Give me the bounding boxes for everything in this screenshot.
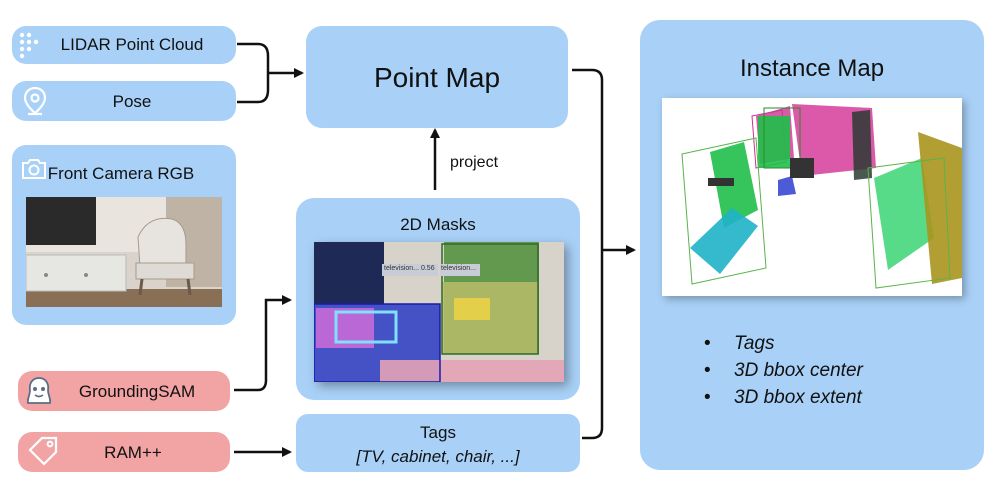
masks-box: 2D Masks television... 0.56 television..… (296, 198, 580, 400)
tags-box: Tags [TV, cabinet, chair, ...] (296, 414, 580, 472)
camera-icon (22, 159, 46, 179)
instance-output-list: Tags 3D bbox center 3D bbox extent (704, 330, 863, 411)
point-map-box: Point Map (306, 26, 568, 128)
ram-label: RAM++ (104, 443, 162, 462)
lidar-point-cloud-box: LIDAR Point Cloud (12, 26, 236, 64)
point-map-title: Point Map (373, 62, 501, 93)
output-item: 3D bbox center (704, 357, 863, 384)
arrow-inputs-to-pointmap (237, 42, 302, 104)
lidar-label: LIDAR Point Cloud (60, 35, 204, 54)
project-label: project (450, 154, 499, 171)
tag-icon (28, 436, 58, 466)
instance-pointcloud-image (662, 98, 962, 296)
arrow-to-instance-map (572, 68, 634, 440)
ram-box: RAM++ (18, 432, 230, 472)
camera-rgb-image (26, 197, 222, 307)
instance-map-box: Instance Map Tags 3D bbox center 3D bbox… (640, 20, 984, 470)
pose-label: Pose (112, 92, 152, 111)
robot-mascot-icon (26, 377, 52, 404)
output-item: 3D bbox extent (704, 384, 863, 411)
detection-label-1: television... 0.56 (384, 265, 435, 272)
output-item: Tags (704, 330, 863, 357)
detection-label-2: television... (441, 265, 477, 272)
dots-icon (19, 32, 39, 59)
location-pin-icon (23, 86, 47, 116)
camera-label: Front Camera RGB (47, 164, 195, 183)
instance-map-title: Instance Map (739, 55, 885, 82)
arrow-grounding-to-masks (234, 295, 292, 392)
tags-title: Tags (420, 423, 456, 442)
masks-image: television... 0.56 television... (314, 242, 564, 382)
front-camera-box: Front Camera RGB (12, 145, 236, 325)
pose-box: Pose (12, 81, 236, 121)
tags-list: [TV, cabinet, chair, ...] (356, 447, 520, 466)
groundingsam-label: GroundingSAM (78, 382, 196, 401)
groundingsam-box: GroundingSAM (18, 371, 230, 411)
masks-title: 2D Masks (400, 215, 476, 234)
